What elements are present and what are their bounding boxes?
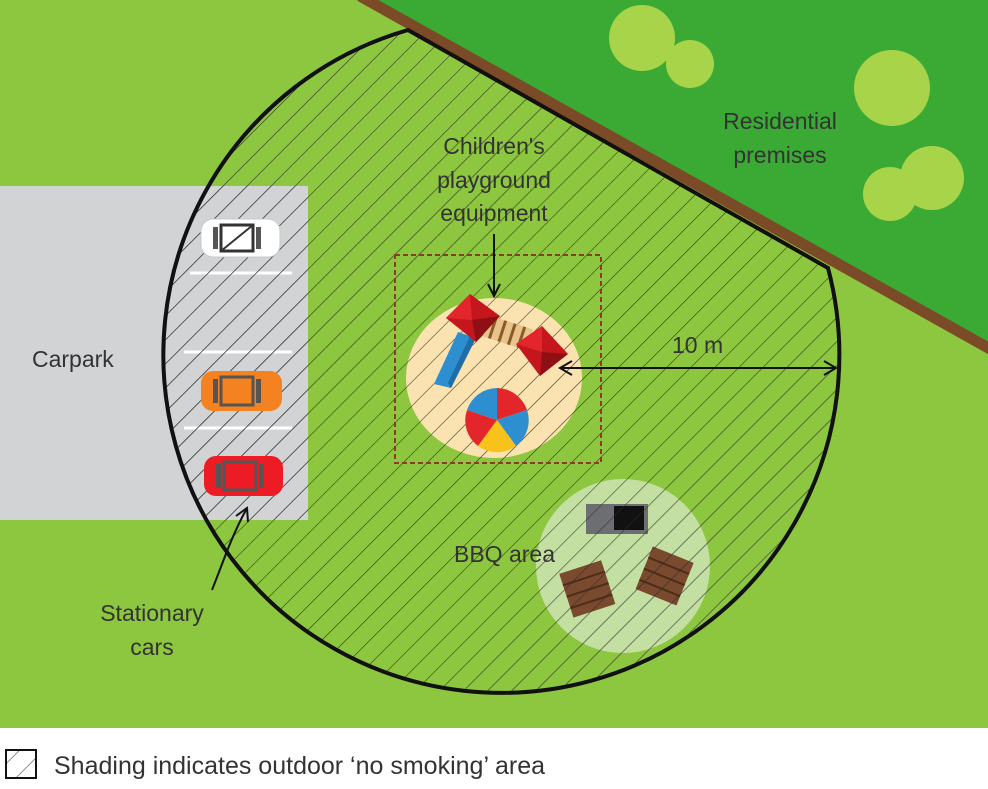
cars-label-arrow [211, 506, 249, 591]
stationary-cars-label-line1: Stationary [100, 600, 204, 626]
playground-label-arrow [487, 234, 501, 299]
carpark-label: Carpark [32, 346, 114, 372]
car-white-icon [200, 218, 281, 258]
no-smoking-zone-hatching [163, 30, 840, 693]
residential-label-line1: Residential [723, 108, 837, 134]
no-smoking-zone-outline [161, 27, 842, 695]
playground-boundary [394, 254, 602, 464]
playground-label-line1: Children's [443, 133, 545, 159]
distance-label: 10 m [672, 332, 724, 358]
playground-equipment [434, 294, 568, 388]
car-orange-icon [201, 371, 282, 411]
legend-text: Shading indicates outdoor ‘no smoking’ a… [54, 752, 546, 780]
roundabout-icon [465, 388, 529, 453]
distance-arrow [558, 360, 838, 376]
playground-label-line3: equipment [440, 200, 548, 226]
stationary-cars-label-line2: cars [130, 634, 174, 660]
legend-swatch [5, 749, 37, 779]
property-boundary [357, 0, 988, 355]
bbq-area-label: BBQ area [454, 541, 555, 567]
car-red-icon [204, 456, 283, 496]
legend-bg [0, 728, 988, 784]
residential-label-line2: premises [733, 142, 827, 168]
playground-label-line2: playground [437, 167, 551, 193]
residential-trees [609, 5, 964, 221]
